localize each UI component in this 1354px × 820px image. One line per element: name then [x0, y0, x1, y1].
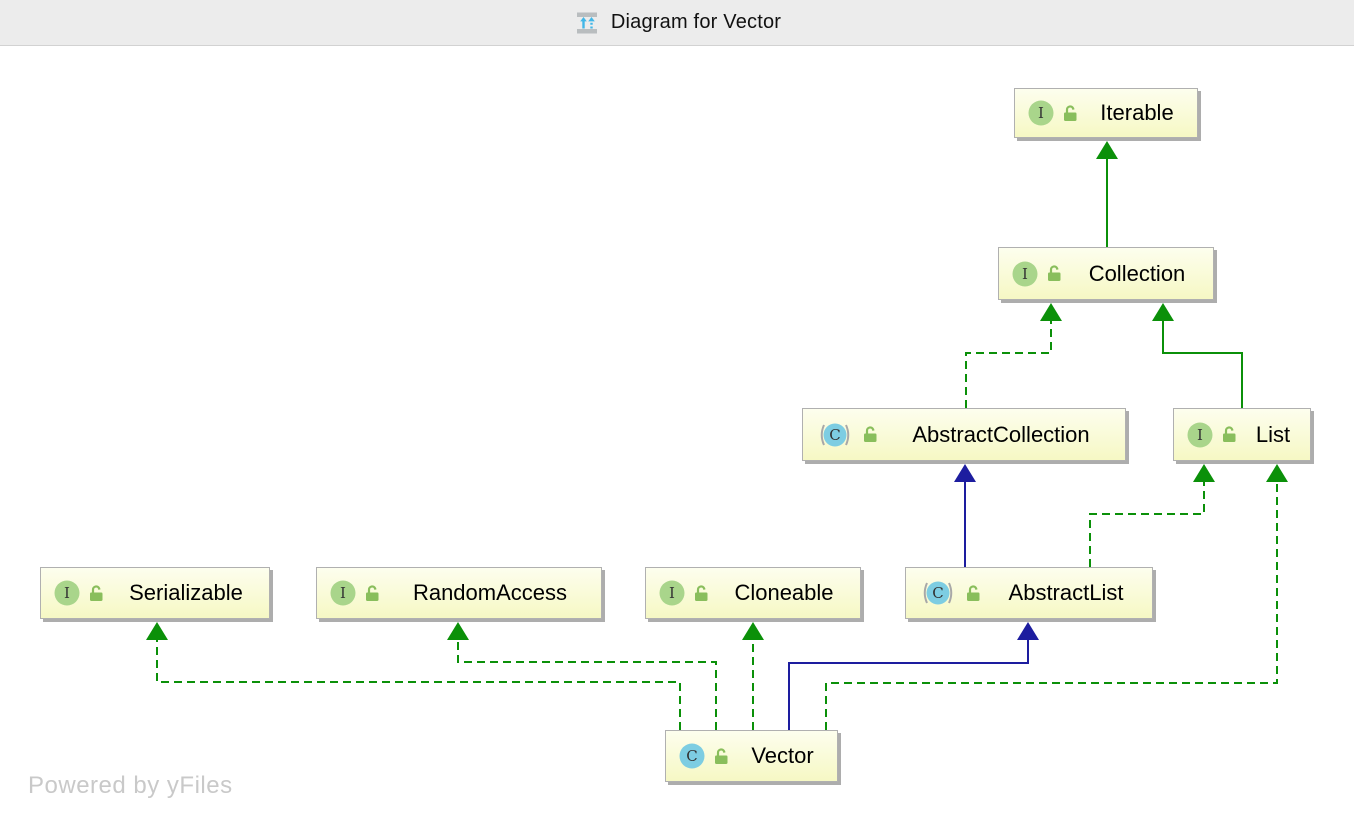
- unlocked-icon: [1064, 104, 1077, 121]
- edge-arrowhead: [1017, 622, 1039, 640]
- edge-arrowhead: [742, 622, 764, 640]
- interface-icon: I: [1028, 100, 1054, 126]
- svg-text:I: I: [1038, 104, 1044, 122]
- edge-line: [788, 640, 1029, 730]
- edge-line: [457, 640, 717, 730]
- edge-arrowhead: [1152, 303, 1174, 321]
- edge-line: [965, 321, 1052, 408]
- edge-arrowhead: [1040, 303, 1062, 321]
- node-collection[interactable]: I Collection: [998, 247, 1214, 300]
- unlocked-icon: [90, 584, 103, 601]
- node-label: Iterable: [1100, 100, 1174, 125]
- edge-line: [825, 482, 1278, 730]
- node-label: List: [1255, 421, 1291, 447]
- svg-text:I: I: [1197, 426, 1203, 444]
- unlocked-icon: [864, 426, 877, 442]
- node-label: RandomAccess: [412, 580, 568, 605]
- node-abstract-collection[interactable]: C AbstractCollection: [802, 408, 1126, 461]
- edge-arrowhead: [954, 464, 976, 482]
- edge-line: [156, 640, 681, 730]
- node-abstract-list[interactable]: C AbstractList: [905, 567, 1153, 619]
- unlocked-icon: [695, 584, 708, 601]
- node-label: AbstractList: [1008, 580, 1124, 605]
- node-vector[interactable]: C Vector: [665, 730, 838, 782]
- interface-icon: I: [330, 580, 356, 606]
- edge-arrowhead: [146, 622, 168, 640]
- svg-text:I: I: [1022, 265, 1028, 283]
- edge-list-collection[interactable]: [1152, 303, 1243, 408]
- node-label: Serializable: [129, 580, 243, 605]
- class-icon: C: [679, 743, 705, 769]
- node-cloneable[interactable]: I Cloneable: [645, 567, 861, 619]
- edge-vector-randomaccess[interactable]: [447, 622, 717, 730]
- edge-arrowhead: [1193, 464, 1215, 482]
- edge-line: [1089, 482, 1205, 567]
- node-random-access[interactable]: I RandomAccess: [316, 567, 602, 619]
- edge-abstractlist-abstractcollection[interactable]: [954, 464, 976, 567]
- node-label: AbstractCollection: [912, 421, 1090, 447]
- title-bar: Diagram for Vector: [0, 0, 1354, 46]
- edge-arrowhead: [1266, 464, 1288, 482]
- edge-collection-iterable[interactable]: [1096, 141, 1118, 247]
- node-label: Vector: [751, 743, 814, 768]
- svg-text:I: I: [669, 584, 675, 602]
- edge-line: [1162, 321, 1243, 408]
- svg-text:C: C: [686, 747, 697, 765]
- unlocked-icon: [366, 584, 379, 601]
- diagram-icon: [576, 12, 597, 33]
- node-iterable[interactable]: I Iterable: [1014, 88, 1198, 138]
- unlocked-icon: [967, 584, 980, 601]
- unlocked-icon: [715, 747, 728, 764]
- edge-abstractcollection-collection[interactable]: [965, 303, 1062, 408]
- edge-vector-serializable[interactable]: [146, 622, 681, 730]
- svg-text:C: C: [932, 584, 943, 602]
- unlocked-icon: [1223, 426, 1236, 442]
- node-serializable[interactable]: I Serializable: [40, 567, 270, 619]
- interface-icon: I: [1187, 422, 1213, 447]
- unlocked-icon: [1048, 265, 1061, 281]
- node-label: Cloneable: [734, 580, 834, 605]
- edge-vector-abstractlist[interactable]: [788, 622, 1039, 730]
- abstract-class-icon: C: [820, 423, 850, 446]
- edge-vector-list[interactable]: [825, 464, 1288, 730]
- edge-arrowhead: [447, 622, 469, 640]
- edge-abstractlist-list[interactable]: [1089, 464, 1215, 567]
- svg-text:I: I: [64, 584, 70, 602]
- edge-arrowhead: [1096, 141, 1118, 159]
- svg-text:I: I: [340, 584, 346, 602]
- node-label: Collection: [1088, 260, 1186, 286]
- interface-icon: I: [659, 580, 685, 606]
- svg-text:C: C: [829, 426, 840, 444]
- window-title: Diagram for Vector: [610, 11, 782, 33]
- edge-vector-cloneable[interactable]: [742, 622, 764, 730]
- abstract-class-icon: C: [923, 581, 953, 605]
- yfiles-watermark: Powered by yFiles: [28, 772, 233, 799]
- interface-icon: I: [1012, 261, 1038, 286]
- interface-icon: I: [54, 580, 80, 606]
- node-list[interactable]: I List: [1173, 408, 1311, 461]
